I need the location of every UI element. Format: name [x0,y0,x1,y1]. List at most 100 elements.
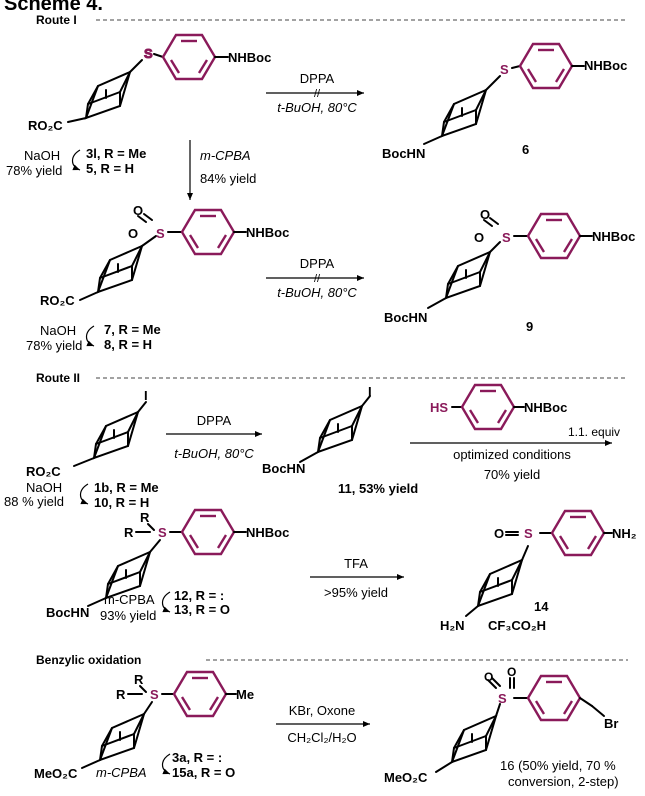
atom-r: R [124,525,134,540]
atom-meo2c: MeO₂C [384,770,428,785]
compound-3a-structure [81,670,237,769]
yield-78-a: 78% yield [6,163,62,178]
condition-equiv: 1.1. equiv [568,425,620,439]
condition-optimized: optimized conditions [453,447,571,462]
benzylic-heading: Benzylic oxidation [36,653,141,667]
atom-s: S [524,526,533,541]
compound-1b-structure [73,401,147,467]
blocked-mark: // [314,273,321,285]
atom-ro2c: RO₂C [26,464,61,479]
atom-s: S [144,46,153,61]
atom-nhboc: NHBoc [246,225,289,240]
reagent-mcpba: m-CPBA [96,765,147,780]
condition-tbuoh: t-BuOH, 80°C [277,285,357,300]
yield-70: 70% yield [484,467,540,482]
reagent-dppa: DPPA [300,256,335,271]
label-compound-14: 14 [534,599,549,614]
atom-s: S [500,62,509,77]
atom-r: R [140,510,150,525]
reagent-thiol-structure [451,383,525,431]
scheme-title: Scheme 4. [4,0,103,15]
arrow-mcpba-12 [161,591,171,613]
label-compound-12: 12, R = : [174,588,224,603]
atom-nhboc: NHBoc [524,400,567,415]
reagent-mcpba: m-CPBA [104,592,155,607]
yield-88: 88 % yield [4,494,64,509]
reagent-mcpba: m-CPBA [200,148,251,163]
atom-nhboc: NHBoc [584,58,627,73]
label-compound-16-line2: conversion, 2-step) [508,774,619,789]
blocked-mark: // [314,88,321,100]
atom-bochn: BocHN [384,310,427,325]
compound-11-structure [299,395,371,463]
atom-s: S [158,525,167,540]
atom-nh2: NH₂ [612,526,637,541]
atom-nhboc: NHBoc [592,229,635,244]
atom-nhboc: NHBoc [246,525,289,540]
label-compound-9: 9 [526,319,533,334]
reagent-dppa: DPPA [197,413,232,428]
atom-ro2c: RO₂C [28,118,63,133]
atom-cf3co2h: CF₃CO₂H [488,618,546,633]
atom-i: I [368,384,372,399]
route-1-heading: Route I [36,13,77,27]
label-compound-8: 8, R = H [104,337,152,352]
compound-7-structure [79,208,247,301]
label-compound-13: 13, R = O [174,602,230,617]
label-compound-16-line1: 16 (50% yield, 70 % [500,758,616,773]
label-compound-3l: 3l, R = Me [86,146,146,161]
condition-tbuoh: t-BuOH, 80°C [277,100,357,115]
atom-o: O [128,226,138,241]
compound-6-structure [423,42,585,145]
yield-84: 84% yield [200,171,256,186]
atom-o: O [474,230,484,245]
atom-hs: HS [430,400,448,415]
label-compound-6: 6 [522,142,529,157]
label-compound-5: 5, R = H [86,161,134,176]
arrow-naoh-3l [71,149,81,171]
compound-12-structure [87,508,247,607]
compound-9-structure [427,212,593,309]
atom-r: R [116,687,126,702]
atom-bochn: BocHN [382,146,425,161]
arrow-mcpba-3a [161,753,171,775]
atom-o: O [480,207,490,222]
atom-o: O [484,670,493,684]
atom-bochn: BocHN [262,461,305,476]
reagent-naoh: NaOH [24,148,60,163]
atom-o: O [494,526,504,541]
atom-i: I [144,388,148,403]
arrow-naoh-7 [85,325,95,347]
label-compound-1b: 1b, R = Me [94,480,159,495]
atom-ro2c: RO₂C [40,293,75,308]
atom-br: Br [604,716,618,731]
route-2-heading: Route II [36,371,80,385]
reagent-naoh: NaOH [40,323,76,338]
yield-93: 93% yield [100,608,156,623]
compound-14-structure [465,509,613,617]
atom-h2n: H₂N [440,618,465,633]
arrow-naoh-1b [79,483,89,505]
label-compound-7: 7, R = Me [104,322,161,337]
compound-16-structure [435,674,605,773]
compound-3l-structure [67,33,229,123]
atom-s: S [502,230,511,245]
atom-s: S [156,226,165,241]
reagent-dppa: DPPA [300,71,335,86]
condition-tbuoh: t-BuOH, 80°C [174,446,254,461]
label-compound-11: 11, 53% yield [338,481,418,496]
label-compound-10: 10, R = H [94,495,149,510]
atom-nhboc: NHBoc [228,50,271,65]
yield-78-b: 78% yield [26,338,82,353]
atom-o: O [507,665,516,679]
label-compound-15a: 15a, R = O [172,765,235,780]
atom-meo2c: MeO₂C [34,766,78,781]
atom-o: O [133,203,143,218]
yield-95: >95% yield [324,585,388,600]
condition-solvent: CH₂Cl₂/H₂O [287,730,356,745]
label-compound-3a: 3a, R = : [172,750,222,765]
atom-me: Me [236,687,254,702]
reagent-kbr-oxone: KBr, Oxone [289,703,355,718]
atom-s: S [150,687,159,702]
